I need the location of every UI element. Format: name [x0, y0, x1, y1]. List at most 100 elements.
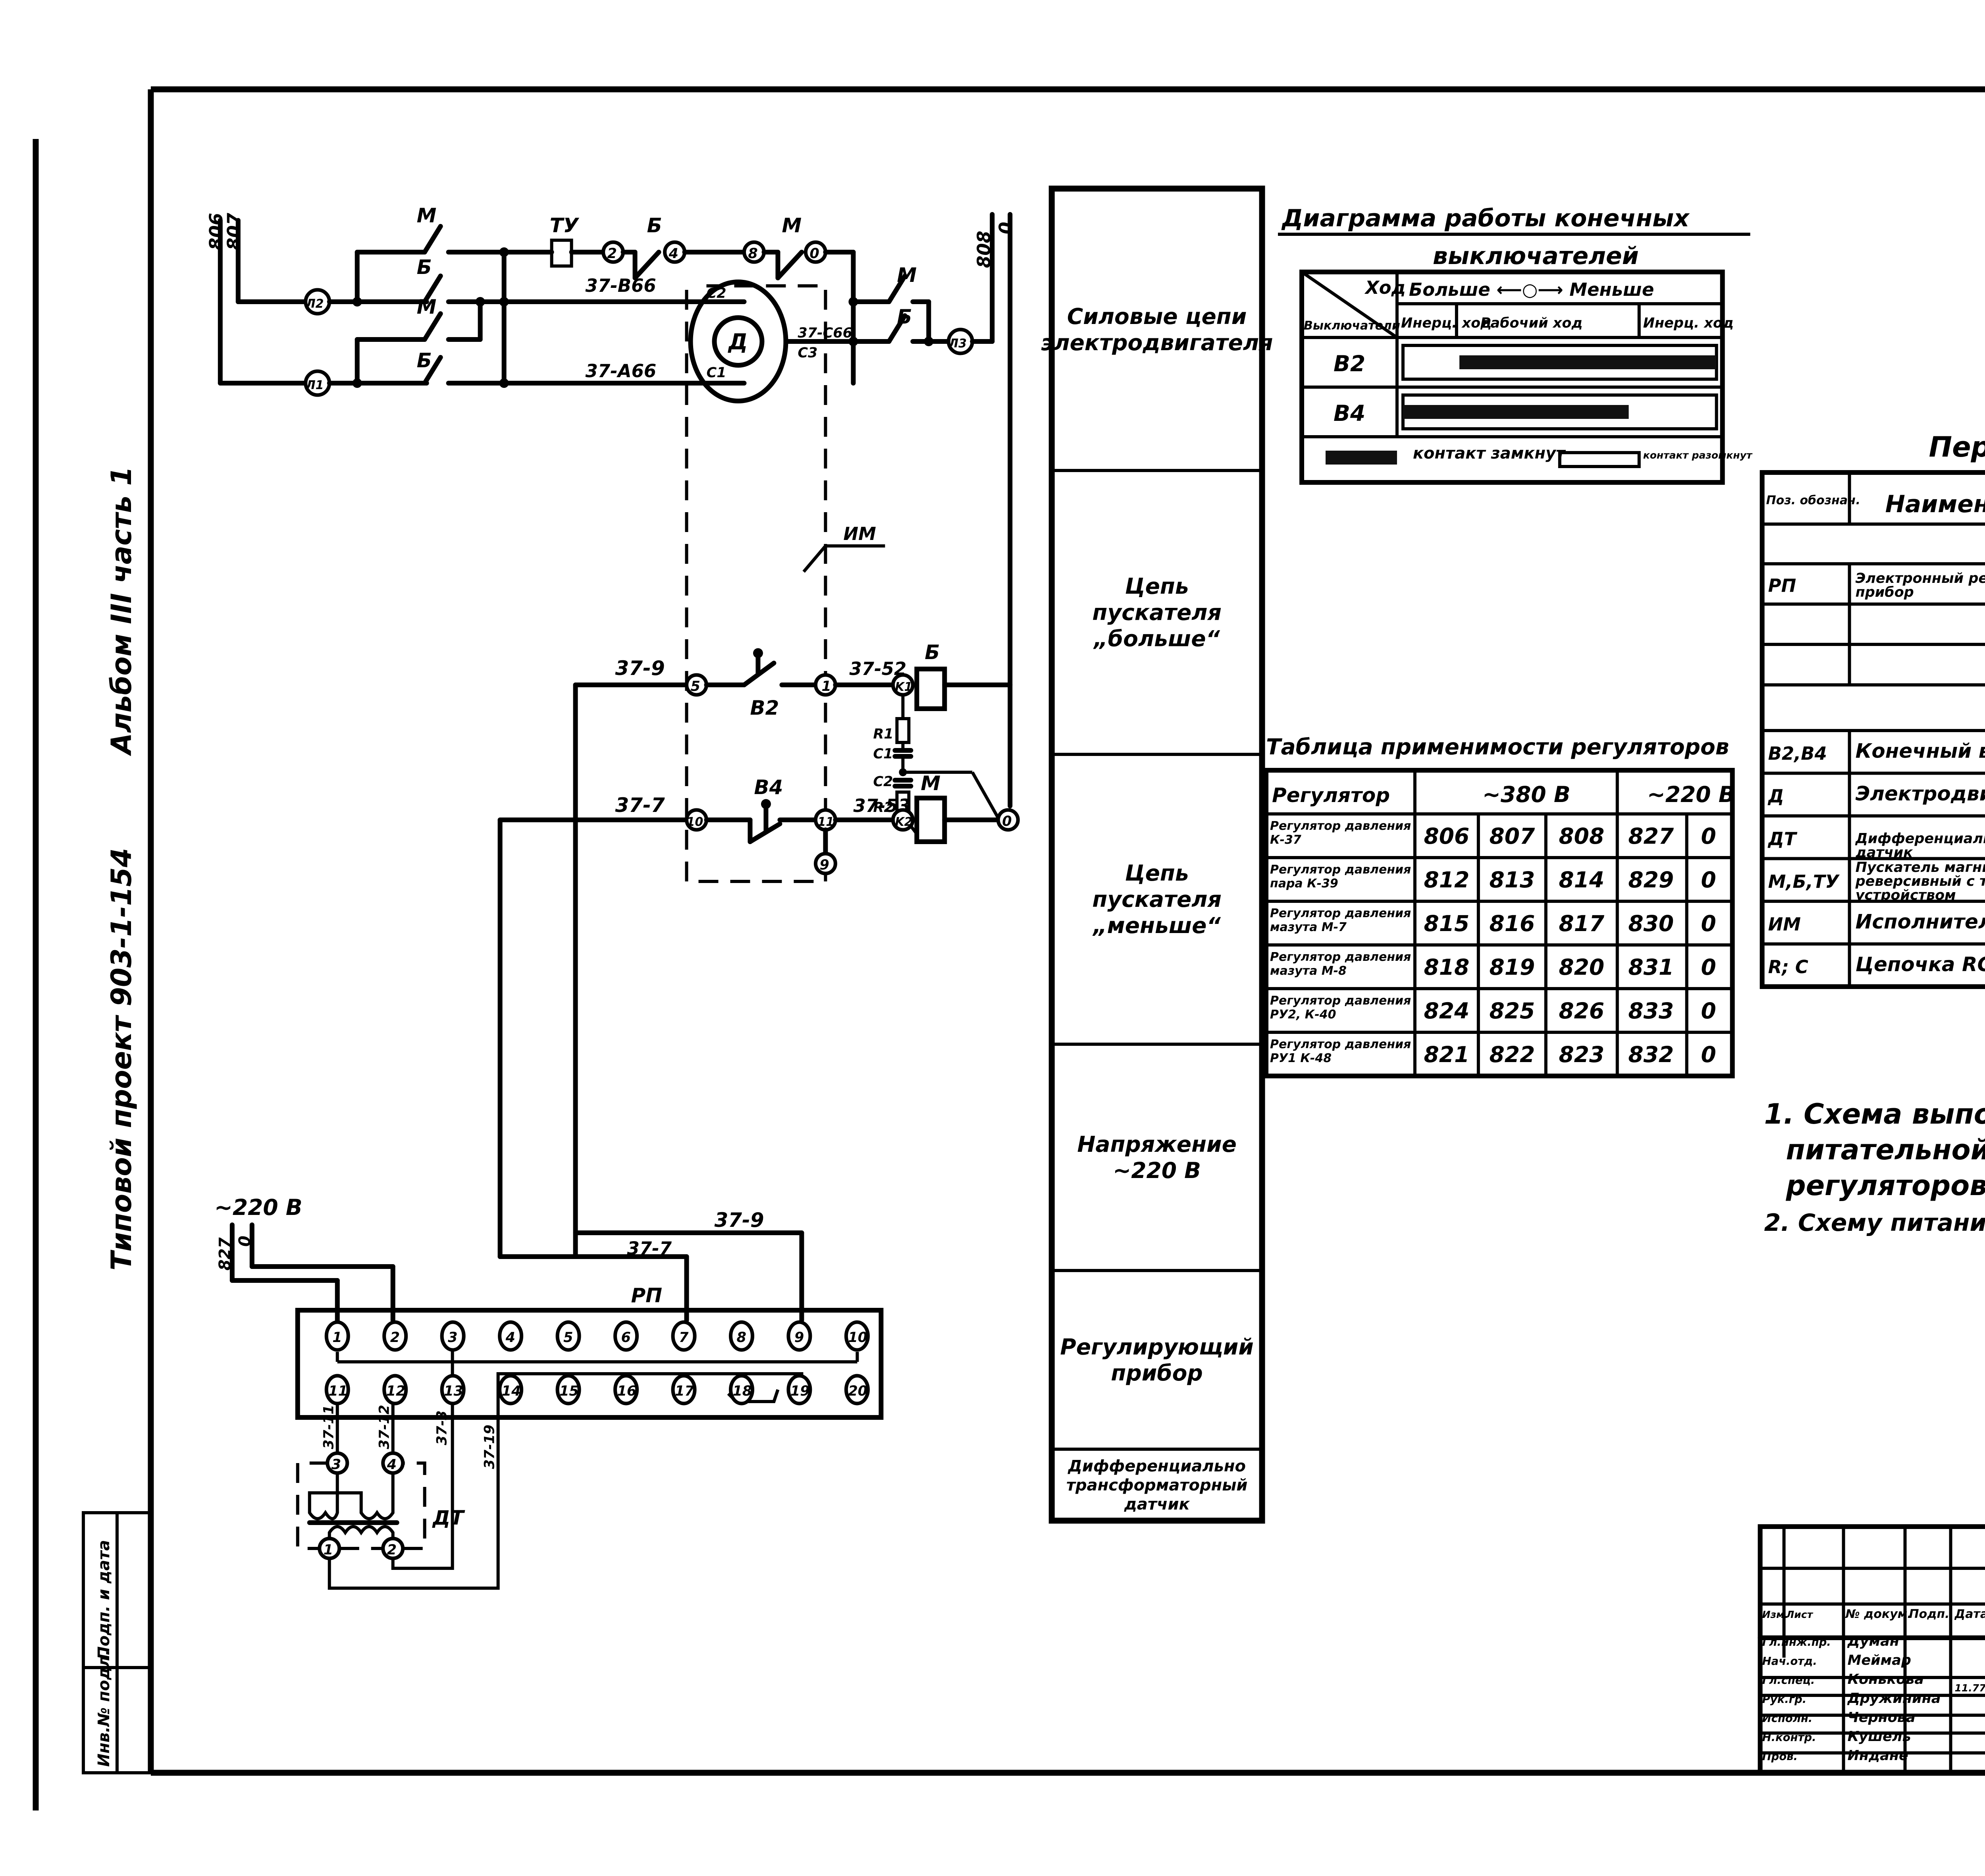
equipment-pos: R; C — [1768, 956, 1808, 978]
hdr-list: Лист — [1786, 1609, 1813, 1620]
rp-terminal-label: 1 — [332, 1330, 342, 1346]
rp-terminal — [844, 1374, 870, 1406]
wire-number-cell: 829 — [1628, 867, 1674, 893]
wire-number-cell: 814 — [1559, 867, 1604, 893]
applicability-table: Таблица применимости регуляторов Регулят… — [1264, 734, 1735, 1078]
notes: 1. Схема выполнена для регулятора давлен… — [1764, 1098, 1985, 1237]
stamp-inv: Инв.№ подл. — [95, 1649, 113, 1767]
wire-number-cell: 826 — [1559, 998, 1604, 1024]
contact-m1-label: М — [417, 204, 437, 227]
rp-terminal-label: 5 — [563, 1330, 573, 1346]
side-album: Альбом III часть 1 — [105, 467, 138, 756]
wire-number-cell: 806 — [1424, 823, 1470, 849]
wire-807: 807 — [224, 212, 245, 250]
date-mark: 11.77 — [1955, 1682, 1985, 1694]
wire-number-cell: 0 — [1701, 954, 1716, 980]
regulator-name: мазута М-8 — [1270, 964, 1347, 978]
corner-top: Ход — [1364, 277, 1406, 298]
equipment-name: Исполнительный механизм — [1856, 910, 1985, 933]
section-label-6: Дифференциально — [1067, 1457, 1246, 1475]
r2-label: R2 — [873, 800, 893, 816]
rp-terminal-label: 10 — [848, 1330, 867, 1346]
wire-number-cell: 0 — [1701, 867, 1716, 893]
wire-number-cell: 0 — [1701, 998, 1716, 1024]
switch-b2-label: В2 — [750, 696, 779, 719]
rp-terminal-label: 8 — [736, 1330, 746, 1346]
wire-number-cell: 815 — [1424, 911, 1470, 936]
equipment-name: Электродвигатель — [1856, 782, 1985, 805]
dt-terminal-3: 3 — [331, 1457, 341, 1473]
sheet-frame — [33, 86, 1985, 1810]
terminal-11: 11 — [817, 815, 834, 829]
signature-name: Думан — [1847, 1633, 1899, 1649]
signature-role: Гл.инж.пр. — [1762, 1636, 1831, 1648]
wire-number-cell: 0 — [1701, 1042, 1716, 1067]
wire-number-cell: 824 — [1424, 998, 1470, 1024]
signature-role: Н.контр. — [1762, 1731, 1816, 1744]
um-label: ИМ — [843, 523, 876, 544]
terminal-1-mid: 1 — [821, 679, 831, 694]
note-line-1: 1. Схема выполнена для регулятора давлен… — [1764, 1098, 1985, 1130]
contact-b2-label: Б — [417, 349, 432, 372]
rp-terminal — [844, 1320, 870, 1352]
wire-37-b66: 37-В66 — [586, 275, 656, 296]
equipment-pos: Д — [1767, 786, 1784, 807]
contact-b-top-label: Б — [647, 214, 662, 237]
wire-number-cell: 820 — [1559, 954, 1604, 980]
contact-b-right-label: Б — [897, 305, 912, 328]
signature-name: Дружинина — [1847, 1691, 1941, 1706]
wire-number-cell: 817 — [1559, 911, 1604, 936]
wire-number-cell: 818 — [1424, 954, 1470, 980]
stamp-sign: Подп. и дата — [95, 1540, 113, 1660]
signature-name: Чернова — [1848, 1710, 1916, 1726]
rp-terminal-label: 3 — [448, 1330, 457, 1346]
col-pos: Поз. обознач. — [1766, 494, 1860, 507]
hdr-doc: № докум. — [1845, 1607, 1912, 1621]
wire-37-9: 37-9 — [615, 657, 665, 680]
rp-terminal — [728, 1320, 754, 1352]
hdr-izm: Изм. — [1762, 1609, 1788, 1620]
equipment-name: Цепочка RC — [1856, 953, 1985, 976]
rp-terminal — [440, 1320, 466, 1352]
equipment-name: Конечный выключатель — [1856, 740, 1985, 763]
section-label-4: ~220 В — [1113, 1158, 1201, 1183]
wire-806: 806 — [206, 213, 227, 250]
terminal-4: 4 — [668, 246, 678, 262]
rp-terminal-label: 6 — [621, 1330, 631, 1346]
corner-bottom: Выключатели — [1304, 319, 1400, 333]
note-line-2: 2. Схему питания см. черт. КИП-51 Альбом… — [1764, 1209, 1985, 1237]
wire-number-cell: 813 — [1489, 867, 1535, 893]
rp-terminal — [382, 1320, 408, 1352]
section-label-3: пускателя — [1092, 887, 1222, 912]
signature-name: Меймар — [1848, 1652, 1911, 1668]
terminal-10: 10 — [686, 815, 703, 829]
rp-terminal-label: 13 — [444, 1383, 463, 1399]
rp-terminal-label: 20 — [848, 1383, 867, 1399]
regulator-name: К-37 — [1270, 833, 1301, 847]
c1-cap-label: C1 — [873, 746, 893, 762]
rp-terminal-label: 11 — [328, 1383, 348, 1399]
rp-terminal — [671, 1374, 697, 1406]
wire-number-cell: 0 — [1701, 911, 1716, 936]
section-label-5: прибор — [1111, 1360, 1203, 1386]
signature-name: Конькова — [1848, 1672, 1924, 1687]
equipment-name: Пускатель магнитный — [1856, 860, 1985, 875]
rp-terminal — [613, 1320, 639, 1352]
contact-m-top-label: М — [782, 214, 802, 237]
regulator-name: РУ2, К-40 — [1270, 1008, 1336, 1022]
signature-role: Пров. — [1762, 1750, 1798, 1763]
switch-diagram-title-2: выключателей — [1433, 242, 1639, 270]
rp-terminal-label: 16 — [617, 1383, 637, 1399]
signature-role: Нач.отд. — [1762, 1655, 1817, 1668]
switch-b4-closed-bar — [1403, 405, 1629, 419]
rp-terminal — [671, 1320, 697, 1352]
section-label-6: датчик — [1124, 1495, 1190, 1514]
wire-number-cell: 819 — [1489, 954, 1535, 980]
terminal-9-mid: 9 — [819, 857, 829, 873]
wire-number-cell: 825 — [1489, 998, 1535, 1024]
legend-open-swatch — [1558, 451, 1641, 468]
legend-open: контакт разомкнут — [1643, 449, 1753, 461]
rp-terminal — [728, 1374, 754, 1406]
